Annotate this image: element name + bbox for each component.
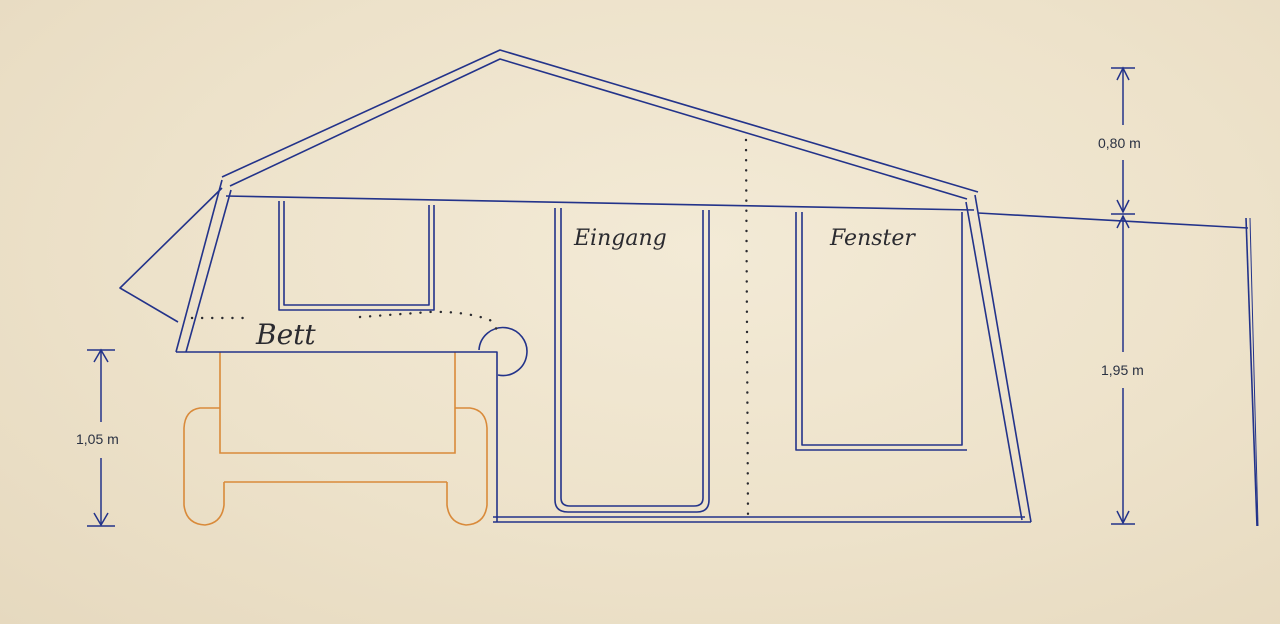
vehicle-body [219, 352, 456, 454]
tent-ridge-beam [225, 195, 975, 211]
tent-roof-outer [221, 49, 979, 193]
roof-height-label: 0,80 m [1098, 135, 1141, 151]
awning-pole [1245, 217, 1258, 527]
tent-left-awning [119, 187, 223, 323]
bed-label: Bett [255, 318, 316, 351]
upper-window-frame-inner [283, 201, 430, 306]
entrance-door-inner [560, 208, 704, 507]
dotted-guides [190, 138, 750, 520]
center-dotted-line [744, 138, 750, 520]
tent-left-wall-outer [175, 179, 223, 353]
tent-frame [119, 49, 1259, 527]
vehicle-rear-wheel [446, 407, 488, 526]
window-label: Fenster [829, 226, 916, 251]
vehicle-outline [183, 352, 488, 526]
roof-height-dimension [1111, 66, 1135, 215]
entrance-door-outer [554, 208, 710, 513]
side-window-outer [795, 212, 967, 451]
bed-corner-arc [478, 326, 528, 377]
bed-platform-line [176, 351, 498, 522]
vehicle-height-dimension [87, 348, 115, 527]
upper-window-frame [278, 201, 435, 311]
tent-right-wall-outer [974, 194, 1032, 523]
vehicle-height-label: 1,05 m [76, 431, 119, 447]
dimension-lines [87, 66, 1135, 527]
bed-dotted-outline [190, 310, 502, 336]
vehicle-front-wheel [183, 407, 225, 526]
side-window-inner [801, 212, 963, 446]
wall-height-dimension [1111, 214, 1135, 525]
awning-guy-line [977, 212, 1249, 229]
entrance-label: Eingang [573, 226, 667, 251]
tent-right-wall-inner [965, 201, 1023, 521]
wall-height-label: 1,95 m [1101, 362, 1144, 378]
tent-roof-inner [229, 58, 968, 200]
tent-left-wall-inner [185, 189, 232, 353]
awning-pole-inner [1249, 217, 1259, 527]
